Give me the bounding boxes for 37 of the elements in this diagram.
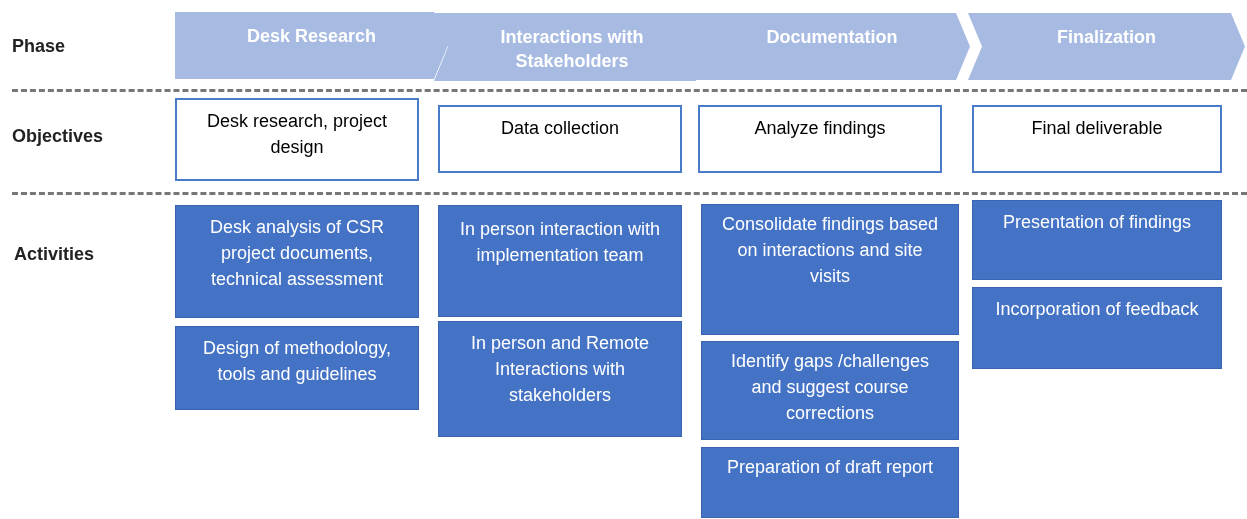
phase-title: Interactions with Stakeholders xyxy=(499,26,645,73)
activity-text: Identify gaps /challenges and suggest course corrections xyxy=(729,350,931,425)
activity-box xyxy=(701,341,959,440)
activity-text: Preparation of draft report xyxy=(725,456,935,479)
activity-box xyxy=(701,204,959,335)
activity-text: Design of methodology, tools and guidelines xyxy=(202,337,392,386)
activity-text: In person and Remote Interactions with stakeholders xyxy=(469,332,651,407)
activity-text: In person interaction with implementation team xyxy=(458,218,662,267)
activity-box xyxy=(972,200,1222,280)
phase-header xyxy=(694,13,970,80)
objective-box xyxy=(175,98,419,181)
objective-text: Final deliverable xyxy=(1030,117,1164,140)
activity-text: Incorporation of feedback xyxy=(994,298,1200,321)
objective-text: Analyze findings xyxy=(753,117,887,140)
activity-box xyxy=(972,287,1222,369)
phase-header xyxy=(968,13,1245,80)
objective-text: Data collection xyxy=(499,117,621,140)
phase-title: Desk Research xyxy=(245,25,378,48)
row-label: Objectives xyxy=(12,126,104,147)
row-label: Phase xyxy=(12,36,66,57)
objective-box xyxy=(438,105,682,173)
row-label: Activities xyxy=(14,244,95,265)
activity-box xyxy=(175,326,419,410)
phase-title: Finalization xyxy=(1056,26,1157,49)
objective-text: Desk research, project design xyxy=(205,110,389,159)
activity-box xyxy=(438,205,682,317)
activity-box xyxy=(701,447,959,518)
activity-text: Desk analysis of CSR project documents, technical assessment xyxy=(208,216,386,291)
activity-text: Consolidate findings based on interactions and site visits xyxy=(720,213,940,288)
phase-header xyxy=(434,13,710,81)
phase-title: Documentation xyxy=(765,26,899,49)
objective-box xyxy=(972,105,1222,173)
activity-box xyxy=(438,321,682,437)
phase-header xyxy=(175,12,448,79)
objective-box xyxy=(698,105,942,173)
activity-text: Presentation of findings xyxy=(1001,211,1193,234)
activity-box xyxy=(175,205,419,318)
